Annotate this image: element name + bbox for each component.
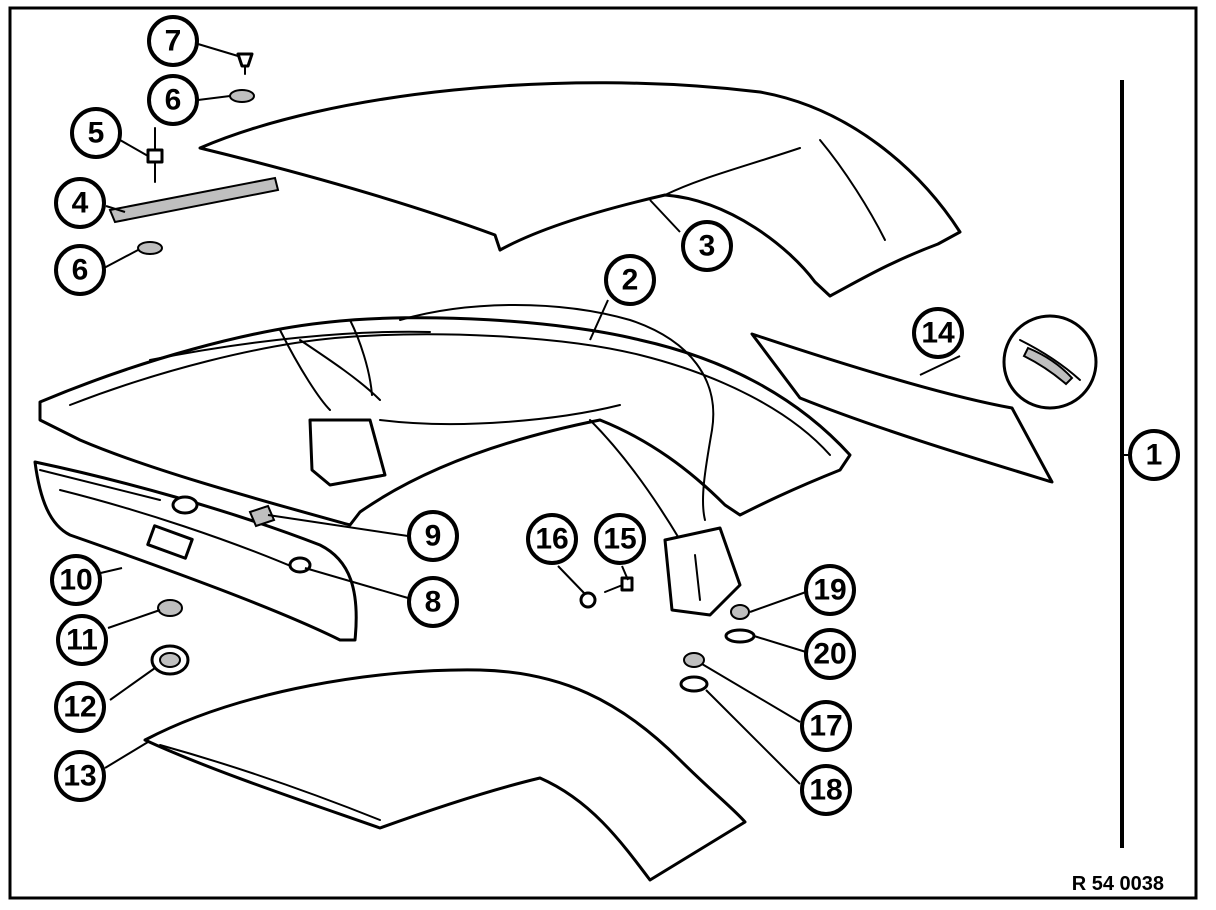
callout-16: 16 — [526, 513, 578, 565]
callout-14-label: 14 — [921, 317, 955, 350]
part-7-screw — [236, 52, 254, 75]
callout-10: 10 — [50, 554, 102, 606]
part-11-grommet — [157, 599, 183, 617]
part-10-front-trim — [33, 460, 358, 642]
callout-17-label: 17 — [809, 710, 842, 743]
callout-7-label: 7 — [165, 25, 182, 58]
callout-4: 4 — [54, 177, 106, 229]
part-19-nut — [730, 604, 750, 620]
part-13-lower-cover — [143, 668, 747, 882]
part-5-bolt — [146, 127, 164, 183]
part-12-seal-inner — [159, 652, 181, 668]
callout-9-label: 9 — [425, 520, 442, 553]
leader-lines — [91, 43, 1130, 785]
callout-13: 13 — [54, 750, 106, 802]
part-20-washer — [724, 628, 756, 644]
callout-15: 15 — [594, 513, 646, 565]
part-14-rear-window — [750, 314, 1098, 484]
callout-10-label: 10 — [59, 564, 92, 597]
callout-6-lower-label: 6 — [72, 254, 89, 287]
callout-2: 2 — [604, 254, 656, 306]
callout-12-label: 12 — [63, 691, 96, 724]
callout-3: 3 — [681, 220, 733, 272]
part-15-screw — [604, 576, 634, 593]
callout-13-label: 13 — [63, 760, 96, 793]
callout-5-label: 5 — [88, 117, 105, 150]
callout-16-label: 16 — [535, 523, 568, 556]
part-6-lower-washer — [137, 241, 163, 255]
callout-20-label: 20 — [813, 638, 846, 671]
callout-5: 5 — [70, 107, 122, 159]
callout-18-label: 18 — [809, 774, 842, 807]
part-17-nut — [683, 652, 705, 668]
diagram-frame — [8, 6, 1198, 900]
callout-14: 14 — [912, 307, 964, 359]
callout-8-label: 8 — [425, 586, 442, 619]
callout-11: 11 — [56, 614, 108, 666]
callout-3-label: 3 — [699, 230, 716, 263]
part-4-bracket — [108, 176, 280, 224]
callout-9: 9 — [407, 510, 459, 562]
part-18-washer — [679, 675, 709, 693]
callout-17: 17 — [800, 700, 852, 752]
callout-12: 12 — [54, 681, 106, 733]
callout-2-label: 2 — [622, 264, 639, 297]
callout-19: 19 — [804, 564, 856, 616]
callout-8: 8 — [407, 576, 459, 628]
part-2-roof-frame — [38, 304, 852, 617]
part-3-roof-cover — [198, 81, 962, 298]
reference-code: R 54 0038 — [1072, 873, 1164, 895]
callout-11-label: 11 — [66, 624, 98, 657]
callout-19-label: 19 — [813, 574, 846, 607]
callout-7: 7 — [147, 15, 199, 67]
callout-6-lower: 6 — [54, 244, 106, 296]
callout-1-label: 1 — [1146, 439, 1163, 472]
part-16-washer — [579, 591, 597, 609]
part-9-clip — [248, 504, 276, 528]
callout-6-upper-label: 6 — [165, 84, 182, 117]
callout-6-upper: 6 — [147, 74, 199, 126]
callout-15-label: 15 — [603, 523, 636, 556]
callout-1: 1 — [1128, 429, 1180, 481]
callout-4-label: 4 — [72, 187, 89, 220]
callout-18: 18 — [800, 764, 852, 816]
callout-20: 20 — [804, 628, 856, 680]
part-6-upper-washer — [229, 89, 255, 103]
